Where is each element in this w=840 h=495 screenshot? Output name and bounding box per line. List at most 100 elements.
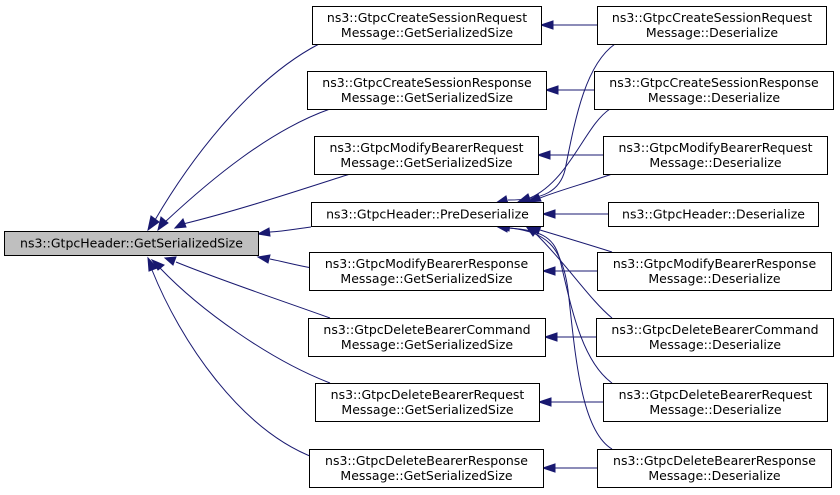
edge-delReqGSS-to-root	[150, 258, 331, 384]
edge-modifyReqDes-to-modifyReqGSS	[536, 150, 603, 160]
node-label-line: ns3::GtpcHeader::PreDeserialize	[326, 207, 529, 222]
node-label-line: Message::GetSerializedSize	[340, 271, 512, 286]
node-label-line: Message::Deserialize	[648, 468, 781, 483]
node-label-line: Message::GetSerializedSize	[341, 25, 513, 40]
node-delCmdDes[interactable]: ns3::GtpcDeleteBearerCommandMessage::Des…	[596, 318, 834, 357]
edge-delCmdGSS-to-root	[163, 256, 331, 319]
node-label-line: ns3::GtpcCreateSessionResponse	[322, 75, 532, 90]
node-label-line: ns3::GtpcModifyBearerResponse	[613, 256, 817, 271]
node-modifyReqGSS[interactable]: ns3::GtpcModifyBearerRequestMessage::Get…	[314, 136, 539, 175]
node-modifyRespDes[interactable]: ns3::GtpcModifyBearerResponseMessage::De…	[597, 252, 832, 291]
node-box	[597, 449, 832, 488]
edge-arrowhead-icon	[256, 227, 271, 237]
node-delCmdGSS[interactable]: ns3::GtpcDeleteBearerCommandMessage::Get…	[308, 318, 546, 357]
edge-arrowhead-icon	[150, 258, 165, 271]
edge-arrowhead-icon	[526, 193, 542, 203]
edge-createReqDes-to-preDeser	[494, 43, 616, 205]
node-delRespDes[interactable]: ns3::GtpcDeleteBearerResponseMessage::De…	[597, 449, 832, 488]
node-label-line: ns3::GtpcModifyBearerResponse	[325, 256, 529, 271]
edge-line	[159, 267, 331, 384]
edge-arrowhead-icon	[541, 463, 556, 473]
edge-arrowhead-icon	[163, 256, 177, 266]
node-label-line: Message::Deserialize	[646, 25, 779, 40]
node-label-line: ns3::GtpcDeleteBearerResponse	[325, 453, 528, 468]
edge-arrowhead-icon	[147, 215, 160, 232]
edge-createReqGSS-to-root	[147, 43, 320, 232]
edge-line	[539, 229, 613, 253]
node-label-line: Message::GetSerializedSize	[341, 402, 513, 417]
node-label-line: ns3::GtpcDeleteBearerCommand	[323, 322, 530, 337]
node-label-line: ns3::GtpcDeleteBearerCommand	[611, 322, 818, 337]
edge-arrowhead-icon	[541, 266, 556, 276]
edge-arrowhead-icon	[544, 85, 559, 95]
node-box	[4, 231, 259, 256]
edge-arrowhead-icon	[147, 256, 158, 272]
node-root[interactable]: ns3::GtpcHeader::GetSerializedSize	[4, 231, 259, 256]
node-box	[597, 6, 827, 45]
node-box	[311, 202, 544, 227]
edge-line	[509, 227, 613, 450]
node-box	[594, 71, 834, 110]
node-label-line: ns3::GtpcDeleteBearerResponse	[613, 453, 816, 468]
node-modifyRespGSS[interactable]: ns3::GtpcModifyBearerResponseMessage::Ge…	[309, 252, 544, 291]
edge-line	[539, 173, 613, 199]
node-label-line: Message::GetSerializedSize	[340, 468, 512, 483]
node-delReqGSS[interactable]: ns3::GtpcDeleteBearerRequestMessage::Get…	[315, 383, 540, 422]
edge-createReqDes-to-createReqGSS	[539, 20, 597, 30]
node-box	[307, 71, 547, 110]
node-label-line: ns3::GtpcModifyBearerRequest	[329, 140, 523, 155]
node-modifyReqDes[interactable]: ns3::GtpcModifyBearerRequestMessage::Des…	[603, 136, 828, 175]
edge-arrowhead-icon	[537, 397, 552, 407]
edge-delReqDes-to-delReqGSS	[537, 397, 603, 407]
node-box	[608, 202, 819, 227]
node-label-line: ns3::GtpcModifyBearerRequest	[618, 140, 812, 155]
edge-line	[534, 232, 613, 319]
edge-line	[175, 261, 331, 319]
node-label-line: Message::Deserialize	[649, 155, 782, 170]
edge-line	[507, 227, 613, 384]
node-label-line: ns3::GtpcHeader::Deserialize	[622, 207, 805, 222]
node-label-line: Message::Deserialize	[648, 90, 781, 105]
node-box	[309, 252, 544, 291]
node-createReqGSS[interactable]: ns3::GtpcCreateSessionRequestMessage::Ge…	[312, 6, 542, 45]
node-label-line: ns3::GtpcCreateSessionRequest	[327, 10, 527, 25]
node-delReqDes[interactable]: ns3::GtpcDeleteBearerRequestMessage::Des…	[603, 383, 828, 422]
edge-arrowhead-icon	[157, 216, 169, 232]
node-label-line: Message::GetSerializedSize	[340, 155, 512, 170]
edge-line	[269, 258, 313, 269]
edge-arrowhead-icon	[539, 20, 554, 30]
edge-modifyRespDes-to-modifyRespGSS	[541, 266, 597, 276]
edge-line	[182, 173, 351, 225]
node-label-line: Message::GetSerializedSize	[341, 337, 513, 352]
node-box	[603, 383, 828, 422]
node-createRespDes[interactable]: ns3::GtpcCreateSessionResponseMessage::D…	[594, 71, 834, 110]
edge-headerDes-to-preDeser	[541, 209, 608, 219]
node-delRespGSS[interactable]: ns3::GtpcDeleteBearerResponseMessage::Ge…	[309, 449, 544, 488]
edge-line	[151, 269, 316, 459]
node-label-line: Message::GetSerializedSize	[341, 90, 513, 105]
node-createRespGSS[interactable]: ns3::GtpcCreateSessionResponseMessage::G…	[307, 71, 547, 110]
node-createReqDes[interactable]: ns3::GtpcCreateSessionRequestMessage::De…	[597, 6, 827, 45]
edges-layer	[147, 20, 616, 473]
node-label-line: ns3::GtpcCreateSessionResponse	[609, 75, 819, 90]
node-headerDes[interactable]: ns3::GtpcHeader::Deserialize	[608, 202, 819, 227]
edge-delRespDes-to-delRespGSS	[541, 463, 597, 473]
node-label-line: Message::Deserialize	[649, 337, 782, 352]
edge-createRespDes-to-createRespGSS	[544, 85, 594, 95]
node-label-line: ns3::GtpcCreateSessionRequest	[612, 10, 812, 25]
edge-createRespGSS-to-root	[157, 108, 331, 232]
edge-line	[507, 43, 616, 201]
node-box	[308, 318, 546, 357]
edge-line	[164, 108, 331, 223]
node-box	[314, 136, 539, 175]
edge-arrowhead-icon	[541, 209, 556, 219]
edge-modifyReqDes-to-preDeser	[526, 173, 613, 203]
edge-modifyReqGSS-to-root	[173, 173, 351, 229]
edge-line	[269, 226, 312, 233]
node-label-line: Message::Deserialize	[649, 402, 782, 417]
node-label-line: ns3::GtpcDeleteBearerRequest	[331, 387, 525, 402]
node-preDeser[interactable]: ns3::GtpcHeader::PreDeserialize	[311, 202, 544, 227]
edge-arrowhead-icon	[256, 254, 271, 264]
node-label-line: ns3::GtpcDeleteBearerRequest	[619, 387, 813, 402]
edge-line	[529, 108, 611, 199]
